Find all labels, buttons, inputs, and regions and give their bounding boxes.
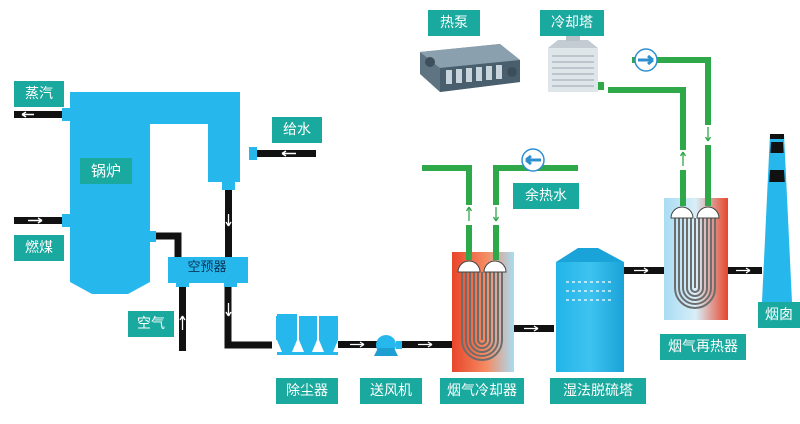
- arrow-up-icon: [465, 206, 473, 221]
- arrow-left-icon: [525, 154, 541, 166]
- label-flue-gas-reheater: 烟气再热器: [660, 334, 746, 360]
- arrow-down-icon: [704, 127, 712, 142]
- arrow-right-icon: [638, 54, 654, 66]
- label-blower: 送风机: [360, 378, 422, 404]
- cooler-to-fgd-pipe: [514, 325, 554, 332]
- dust-collector: [276, 312, 338, 355]
- arrow-down-icon: [225, 303, 232, 317]
- blower-to-cooler-pipe: [402, 341, 452, 348]
- cooling-water-arrow[interactable]: [634, 48, 658, 72]
- air-inlet-pipe: [176, 281, 189, 351]
- label-flue-gas-cooler: 烟气冷却器: [440, 378, 524, 404]
- chimney: [762, 134, 792, 302]
- dust-to-blower-pipe: [338, 341, 378, 348]
- arrow-up-icon: [179, 315, 186, 330]
- fgd-to-reheater-pipe: [624, 267, 664, 274]
- label-feedwater: 给水: [272, 117, 322, 143]
- arrow-right-icon: [350, 341, 365, 348]
- preheater-to-dust-pipe: [224, 281, 272, 349]
- reheater-water-pipes: [608, 57, 712, 206]
- arrow-up-icon: [679, 151, 687, 166]
- label-chimney: 烟囱: [758, 302, 800, 328]
- label-steam: 蒸汽: [14, 81, 64, 107]
- boiler: [70, 92, 240, 294]
- wet-fgd-tower: [556, 248, 624, 372]
- cooling-tower-icon: [548, 34, 604, 92]
- reheater-to-chimney-pipe: [728, 267, 762, 274]
- label-heat-pump: 热泵: [428, 10, 480, 36]
- reheater-tube-bundle: [674, 218, 716, 309]
- feedwater-pipe: [249, 147, 316, 160]
- arrow-left-icon: [281, 150, 296, 157]
- heat-pump-icon: [420, 44, 520, 92]
- waste-heat-water-arrow[interactable]: [521, 148, 545, 172]
- blower: [374, 335, 402, 356]
- reheater-headers: [670, 206, 720, 219]
- arrow-left-icon: [21, 111, 34, 118]
- arrow-right-icon: [736, 267, 751, 274]
- air-preheater: [168, 257, 248, 283]
- arrow-right-icon: [634, 267, 649, 274]
- label-wet-fgd-tower: 湿法脱硫塔: [550, 378, 646, 404]
- label-coal: 燃煤: [14, 235, 64, 261]
- cooler-headers: [457, 260, 507, 273]
- coal-pipe: [14, 214, 70, 227]
- cooler-water-pipes: [422, 165, 578, 260]
- boiler-gas-pipes: [148, 182, 235, 260]
- label-air: 空气: [128, 311, 174, 337]
- arrow-right-icon: [28, 217, 43, 224]
- label-cooling-tower: 冷却塔: [540, 10, 604, 36]
- label-dust-collector: 除尘器: [276, 378, 338, 404]
- cooler-tube-bundle: [461, 272, 503, 361]
- steam-pipe: [14, 108, 70, 121]
- label-air-preheater: 空预器: [187, 260, 227, 275]
- label-waste-heat-water: 余热水: [513, 183, 579, 209]
- label-boiler: 锅炉: [80, 158, 132, 184]
- arrow-down-icon: [492, 207, 500, 222]
- arrow-right-icon: [524, 325, 539, 332]
- arrow-right-icon: [418, 341, 433, 348]
- arrow-down-icon: [225, 214, 232, 227]
